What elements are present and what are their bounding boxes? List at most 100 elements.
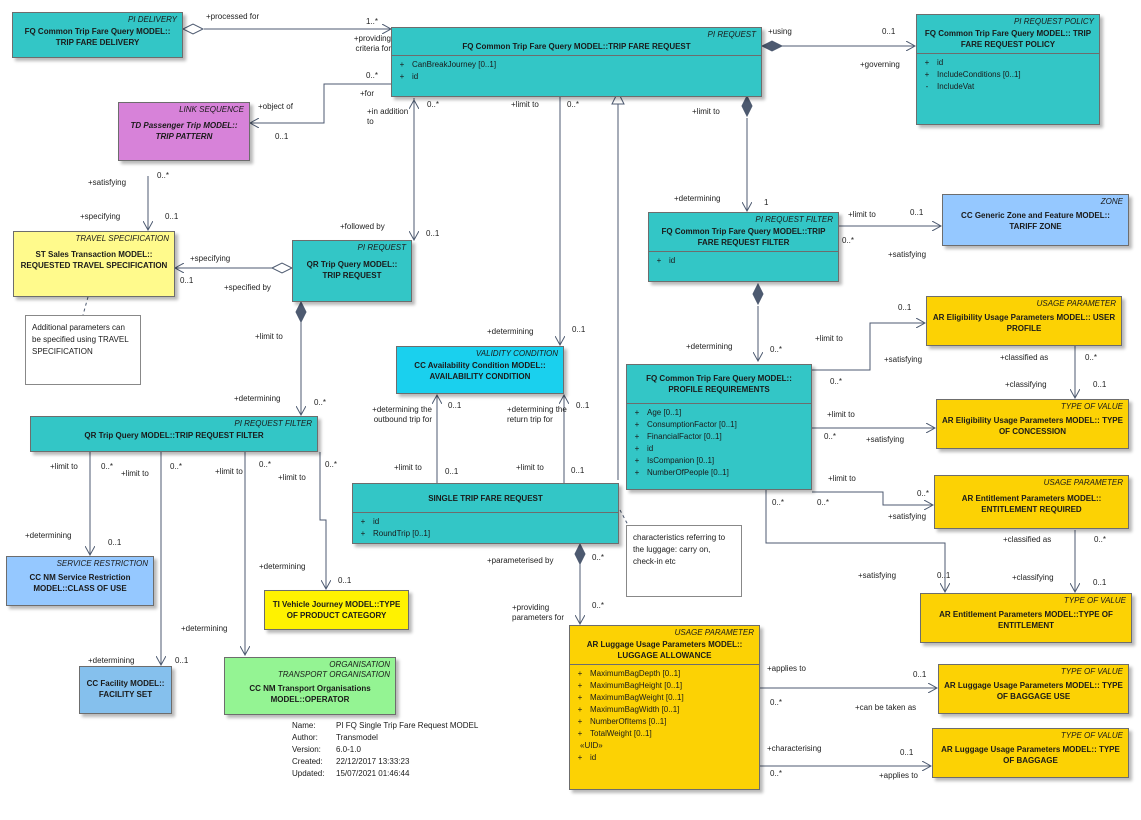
class-name: QR Trip Query MODEL::TRIP REQUEST FILTER [84, 431, 264, 440]
multiplicity-label: 0..1 [571, 466, 585, 475]
role-label: +limit to [828, 474, 856, 483]
class-tariff-zone[interactable]: ZONE CC Generic Zone and Feature MODEL::… [942, 194, 1129, 246]
multiplicity-label: 0..1 [913, 670, 927, 679]
class-single-trip-fare-request[interactable]: SINGLE TRIP FARE REQUEST +id +RoundTrip … [352, 483, 619, 544]
role-label: +limit to [121, 469, 149, 478]
multiplicity-label: 0..1 [175, 656, 189, 665]
stereotype: USAGE PARAMETER [1036, 299, 1116, 308]
stereotype: TYPE OF VALUE [1060, 667, 1123, 676]
multiplicity-label: 0..* [567, 100, 580, 109]
stereotype: PI REQUEST [357, 243, 406, 252]
class-name: FQ Common Trip Fare Query MODEL::TRIP FA… [661, 227, 826, 247]
role-label: +limit to [278, 473, 306, 482]
class-profile-requirements[interactable]: FQ Common Trip Fare Query MODEL:: PROFIL… [626, 364, 812, 490]
class-trip-fare-request-filter[interactable]: PI REQUEST FILTER FQ Common Trip Fare Qu… [648, 212, 839, 282]
note-travel-spec: Additional parameters can be specified u… [25, 315, 141, 385]
attribute: +id [399, 72, 419, 81]
role-label: +determining [259, 562, 306, 571]
role-label: +determining [487, 327, 534, 336]
multiplicity-label: 0..* [770, 345, 783, 354]
role-label: +determining [234, 394, 281, 403]
class-type-of-product-category[interactable]: TI Vehicle Journey MODEL::TYPE OF PRODUC… [264, 590, 409, 630]
uid-separator: «UID» [580, 741, 603, 750]
stereotype: TYPE OF VALUE [1060, 731, 1123, 740]
stereotype: PI REQUEST POLICY [1013, 17, 1094, 26]
assoc-profile-entitlement [812, 491, 933, 505]
role-label: +limit to [815, 334, 843, 343]
multiplicity-label: 0..1 [165, 212, 179, 221]
multiplicity-label: 0..* [817, 498, 830, 507]
class-requested-travel-spec[interactable]: TRAVEL SPECIFICATION ST Sales Transactio… [13, 231, 175, 297]
class-name: FQ Common Trip Fare Query MODEL:: PROFIL… [646, 374, 792, 394]
attribute: +NumberOfItems [0..1] [577, 717, 667, 726]
stereotype: PI REQUEST [707, 30, 756, 39]
stereotype: TRAVEL SPECIFICATION [75, 234, 169, 243]
class-name: QR Trip Query MODEL:: TRIP REQUEST [306, 260, 398, 280]
role-label: +satisfying [88, 178, 127, 187]
role-label: +parameterised by [487, 556, 554, 565]
role-label: +specifying [190, 254, 231, 263]
role-label: +characterising [767, 744, 822, 753]
class-operator[interactable]: ORGANISATION TRANSPORT ORGANISATION CC N… [224, 657, 396, 715]
class-class-of-use[interactable]: SERVICE RESTRICTION CC NM Service Restri… [6, 556, 154, 606]
multiplicity-label: 0..1 [426, 229, 440, 238]
class-name: SINGLE TRIP FARE REQUEST [428, 494, 543, 503]
multiplicity-label: 0..1 [180, 276, 194, 285]
class-name: AR Eligibility Usage Parameters MODEL:: … [932, 313, 1116, 333]
stereotype: VALIDITY CONDITION [475, 349, 558, 358]
class-type-of-baggage[interactable]: TYPE OF VALUE AR Luggage Usage Parameter… [932, 728, 1129, 778]
role-label: +determining [674, 194, 721, 203]
class-trip-pattern[interactable]: LINK SEQUENCE TD Passenger Trip MODEL:: … [118, 102, 250, 161]
role-label: +satisfying [884, 355, 923, 364]
multiplicity-label: 0..* [101, 462, 114, 471]
class-luggage-allowance[interactable]: USAGE PARAMETER AR Luggage Usage Paramet… [569, 625, 760, 790]
role-label: +limit to [50, 462, 78, 471]
attribute: +CanBreakJourney [0..1] [399, 60, 497, 69]
role-label: +using [768, 27, 792, 36]
class-trip-fare-delivery[interactable]: PI DELIVERY FQ Common Trip Fare Query MO… [12, 12, 183, 58]
attribute: +MaximumBagWidth [0..1] [577, 705, 680, 714]
multiplicity-label: 0..* [830, 377, 843, 386]
assoc-request-trippattern [250, 83, 391, 123]
role-label: +classifying [1012, 573, 1054, 582]
class-qr-trip-request[interactable]: PI REQUEST QR Trip Query MODEL:: TRIP RE… [292, 240, 412, 302]
class-type-of-concession[interactable]: TYPE OF VALUE AR Eligibility Usage Param… [936, 399, 1129, 449]
class-facility-set[interactable]: CC Facility MODEL:: FACILITY SET [79, 666, 172, 714]
class-user-profile[interactable]: USAGE PARAMETER AR Eligibility Usage Par… [926, 296, 1122, 346]
attribute: +IsCompanion [0..1] [634, 456, 715, 465]
attribute: +MaximumBagHeight [0..1] [577, 681, 683, 690]
multiplicity-label: 0..* [314, 398, 327, 407]
multiplicity-label: 0..* [772, 498, 785, 507]
class-availability-condition[interactable]: VALIDITY CONDITION CC Availability Condi… [396, 346, 564, 394]
class-entitlement-required[interactable]: USAGE PARAMETER AR Entitlement Parameter… [934, 475, 1129, 529]
attribute: +id [360, 517, 380, 526]
multiplicity-label: 0..1 [898, 303, 912, 312]
multiplicity-label: 0..* [917, 489, 930, 498]
multiplicity-label: 0..* [157, 171, 170, 180]
note-luggage: characteristics referring to the luggage… [626, 525, 742, 597]
role-label: +limit to [827, 410, 855, 419]
stereotype: PI REQUEST FILTER [234, 419, 312, 428]
class-trip-fare-request-policy[interactable]: PI REQUEST POLICY FQ Common Trip Fare Qu… [916, 14, 1100, 125]
role-label: +determining [25, 531, 72, 540]
class-name: AR Entitlement Parameters MODEL::TYPE OF… [939, 610, 1113, 630]
role-label: +limit to [511, 100, 539, 109]
attribute: +RoundTrip [0..1] [360, 529, 431, 538]
diagram-metadata: Name:PI FQ Single Trip Fare Request MODE… [292, 721, 479, 778]
multiplicity-label: 0..1 [937, 571, 951, 580]
role-label: +specifying [80, 212, 121, 221]
class-qr-trip-request-filter[interactable]: PI REQUEST FILTER QR Trip Query MODEL::T… [30, 416, 318, 452]
role-label: +satisfying [888, 512, 927, 521]
class-name: CC Generic Zone and Feature MODEL:: TARI… [961, 211, 1110, 231]
multiplicity-label: 0..* [824, 432, 837, 441]
multiplicity-label: 0..* [770, 698, 783, 707]
multiplicity-label: 0..1 [572, 325, 586, 334]
class-name: CC Availability Condition MODEL:: AVAILA… [414, 361, 546, 381]
class-type-of-baggage-use[interactable]: TYPE OF VALUE AR Luggage Usage Parameter… [938, 664, 1129, 714]
class-trip-fare-request[interactable]: PI REQUEST FQ Common Trip Fare Query MOD… [391, 27, 762, 97]
class-type-of-entitlement[interactable]: TYPE OF VALUE AR Entitlement Parameters … [920, 593, 1132, 643]
role-label: +limit to [848, 210, 876, 219]
assoc-profile-enttype [765, 490, 945, 592]
class-name: TD Passenger Trip MODEL:: TRIP PATTERN [130, 121, 238, 141]
stereotype: PI REQUEST FILTER [755, 215, 833, 224]
